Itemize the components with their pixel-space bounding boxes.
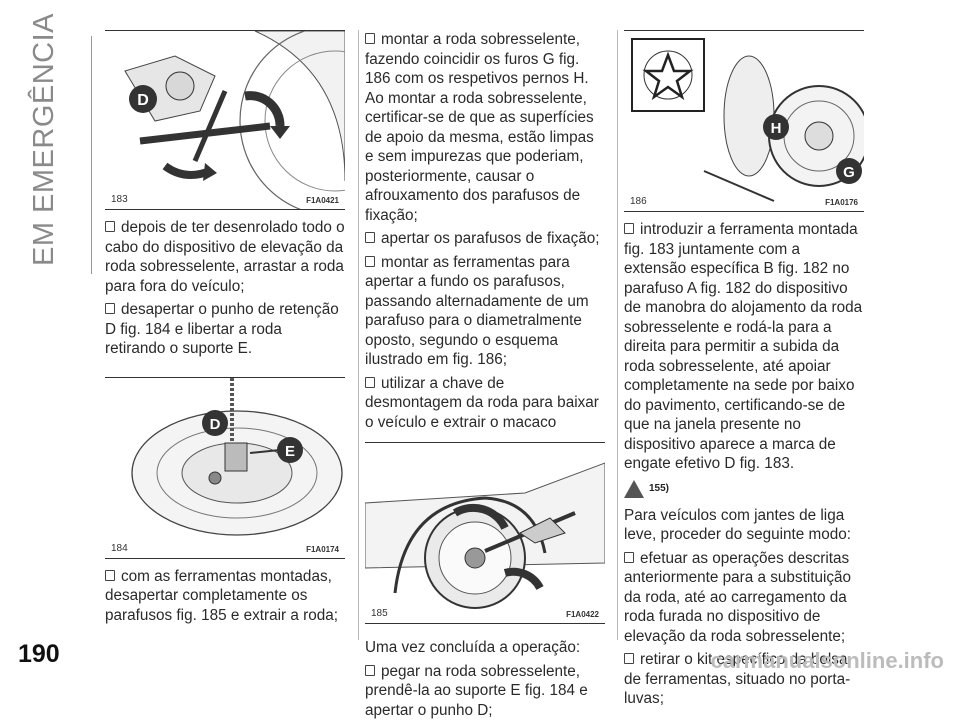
list-item: montar as ferramentas para apertar a fun… <box>365 253 589 368</box>
checkbox-bullet-icon <box>105 221 115 232</box>
figure-number: 186 <box>630 196 647 207</box>
column-divider <box>358 30 359 640</box>
figure-186: H G 186 F1A0176 <box>624 30 864 212</box>
figure-label-h: H <box>771 120 782 137</box>
figure-185-illustration <box>365 462 605 609</box>
list-item: introduzir a ferramenta montada fig. 183… <box>624 221 863 472</box>
checkbox-bullet-icon <box>624 223 634 234</box>
figure-183: D 183 F1A0421 <box>105 30 345 210</box>
checkbox-bullet-icon <box>365 255 375 267</box>
section-divider <box>91 36 92 274</box>
section-title: EM EMERGÊNCIA <box>28 12 60 266</box>
figure-number: 184 <box>111 542 128 554</box>
label-g-marker <box>836 158 862 184</box>
figure-code: F1A0176 <box>825 198 858 207</box>
label-d-marker <box>202 409 228 436</box>
list-item: com as ferramentas montadas, desapertar … <box>105 567 338 624</box>
checkbox-bullet-icon <box>105 569 115 581</box>
list-item: montar a roda sobresselente, fazendo coi… <box>365 31 594 224</box>
figure-number: 183 <box>111 194 128 205</box>
column-3: H G 186 F1A0176 introduzir a ferramenta … <box>624 30 864 713</box>
figure-183-illustration: D <box>124 31 345 209</box>
checkbox-bullet-icon <box>365 664 375 676</box>
figure-label-g: G <box>843 164 855 181</box>
figure-184: D E 184 F1A0174 <box>105 376 345 559</box>
column-1: D 183 F1A0421 depois de ter desenrolado … <box>105 30 345 629</box>
checkbox-bullet-icon <box>624 653 634 664</box>
checkbox-bullet-icon <box>365 33 375 44</box>
column-2: montar a roda sobresselente, fazendo coi… <box>365 30 605 724</box>
list-item: pegar na roda sobresselente, prendê-la a… <box>365 662 588 719</box>
list-item: desapertar o punho de retenção D fig. 18… <box>105 301 339 357</box>
figure-186-illustration: H G <box>631 38 864 202</box>
list-item: utilizar a chave de desmontagem da roda … <box>365 374 599 431</box>
paragraph: Uma vez concluída a operação: <box>365 639 581 656</box>
watermark: carmanualsonline.info <box>710 648 945 673</box>
list-item: depois de ter desenrolado todo o cabo do… <box>105 219 345 295</box>
checkbox-bullet-icon <box>624 551 634 563</box>
figure-label-d: D <box>210 416 221 433</box>
figure-code: F1A0422 <box>566 610 599 619</box>
label-e-marker <box>277 436 303 463</box>
label-h-marker <box>763 114 789 140</box>
figure-185: 185 F1A0422 <box>365 442 605 624</box>
page-number: 190 <box>18 640 60 668</box>
figure-number: 185 <box>371 608 388 619</box>
figure-184-illustration: D E <box>131 377 343 536</box>
checkbox-bullet-icon <box>365 232 375 243</box>
column-divider <box>617 30 618 640</box>
warning-reference: 155) <box>624 479 864 498</box>
label-d-marker <box>129 85 157 113</box>
list-item: apertar os parafusos de fixação; <box>365 229 605 249</box>
checkbox-bullet-icon <box>105 303 115 314</box>
checkbox-bullet-icon <box>365 376 375 388</box>
paragraph: Para veículos com jantes de liga leve, p… <box>624 506 852 544</box>
warning-triangle-icon <box>624 479 644 498</box>
list-item: efetuar as operações descritas anteriorm… <box>624 549 852 645</box>
figure-label-d: D <box>137 92 149 109</box>
figure-code: F1A0421 <box>306 196 339 205</box>
figure-label-e: E <box>285 443 295 460</box>
figure-code: F1A0174 <box>306 544 339 554</box>
